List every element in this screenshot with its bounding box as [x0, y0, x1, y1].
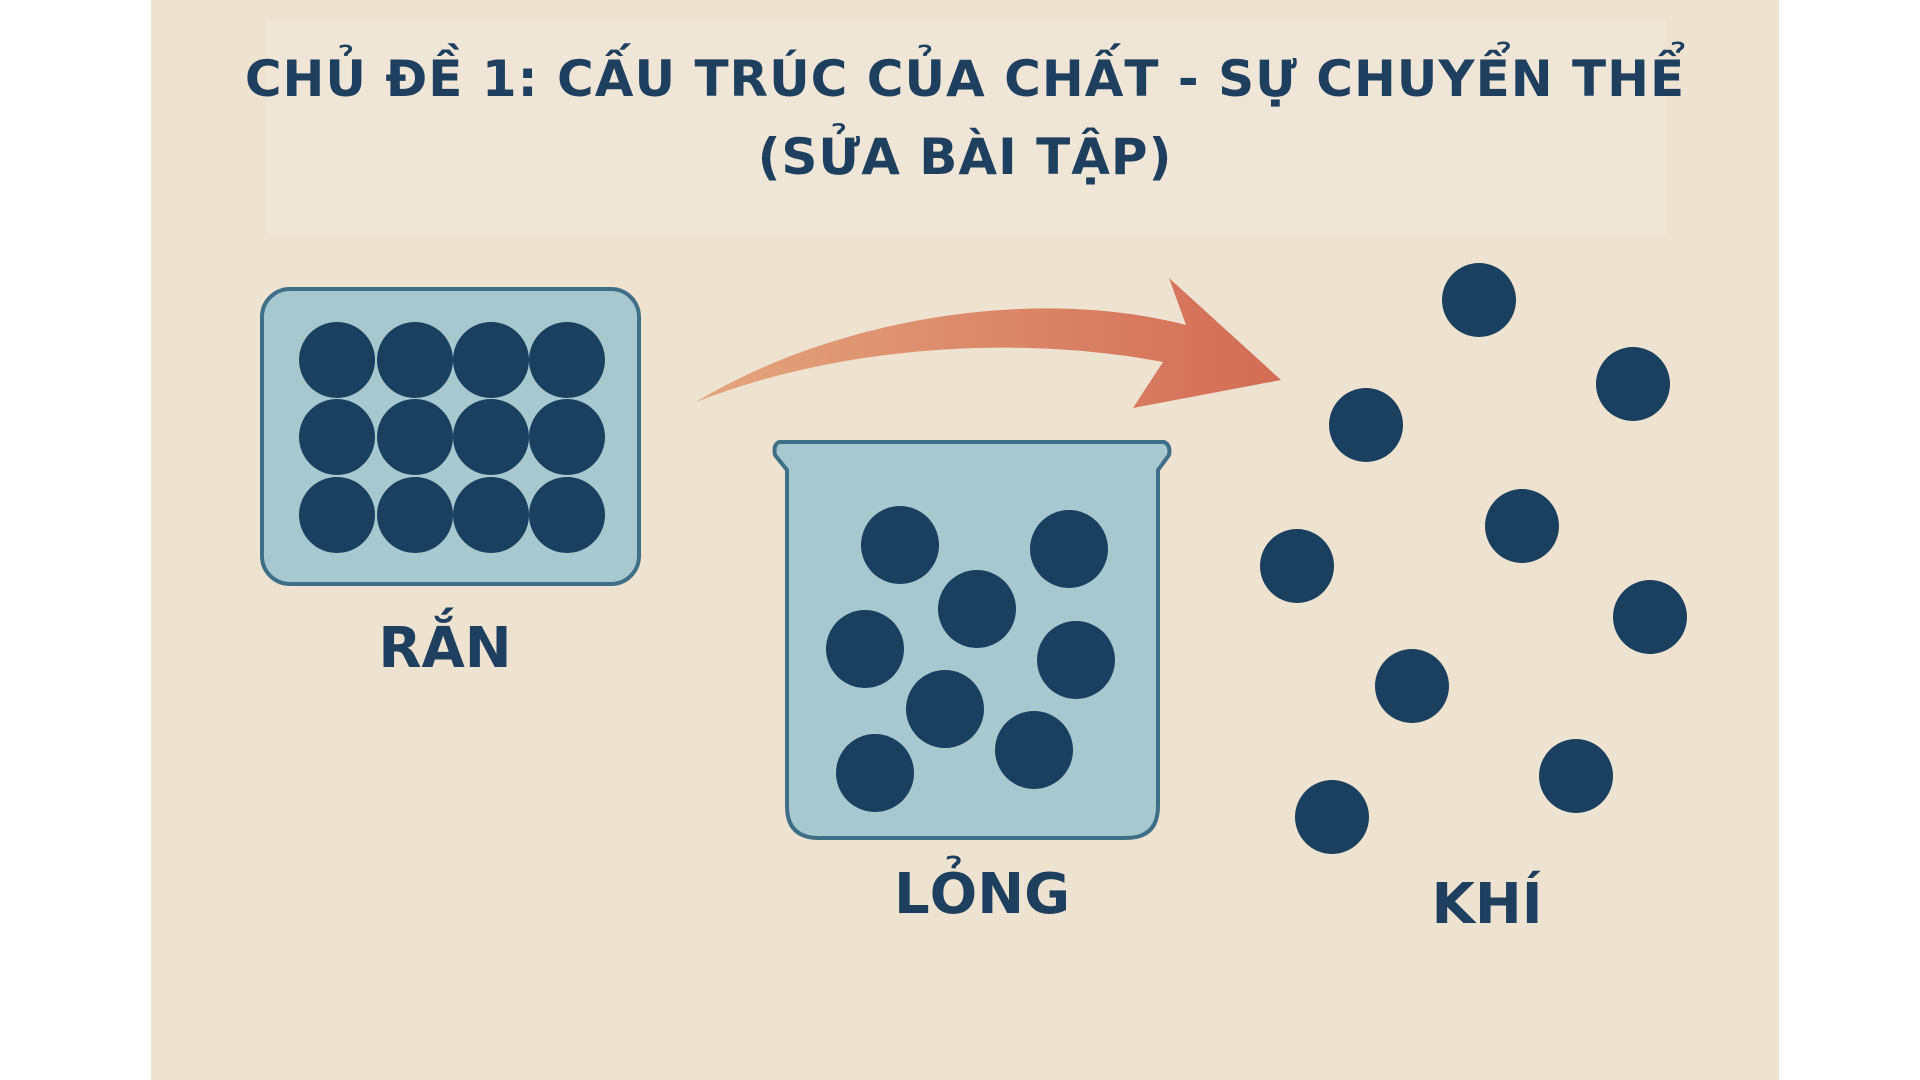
- solid-particle: [377, 322, 453, 398]
- liquid-particle: [906, 670, 984, 748]
- solid-particle: [529, 477, 605, 553]
- gas-particle: [1329, 388, 1403, 462]
- solid-particle: [299, 399, 375, 475]
- gas-particle: [1442, 263, 1516, 337]
- solid-label: RẮN: [378, 616, 512, 681]
- solid-particles: [299, 322, 605, 553]
- poster: CHỦ ĐỀ 1: CẤU TRÚC CỦA CHẤT - SỰ CHUYỂN …: [151, 0, 1779, 1080]
- solid-particle: [377, 477, 453, 553]
- title-band: [266, 20, 1666, 235]
- solid-particle: [453, 399, 529, 475]
- gas-particle: [1596, 347, 1670, 421]
- gas-particle: [1295, 780, 1369, 854]
- solid-particle: [529, 322, 605, 398]
- solid-particle: [299, 477, 375, 553]
- liquid-particle: [995, 711, 1073, 789]
- solid-particle: [529, 399, 605, 475]
- gas-particle: [1260, 529, 1334, 603]
- liquid-particles: [826, 506, 1115, 812]
- gas-label: KHÍ: [1431, 872, 1543, 937]
- liquid-particle: [938, 570, 1016, 648]
- gas-particle: [1375, 649, 1449, 723]
- liquid-particle: [836, 734, 914, 812]
- liquid-particle: [1037, 621, 1115, 699]
- solid-particle: [453, 322, 529, 398]
- page-title: CHỦ ĐỀ 1: CẤU TRÚC CỦA CHẤT - SỰ CHUYỂN …: [244, 50, 1686, 108]
- states-diagram: [260, 263, 1687, 854]
- liquid-particle: [861, 506, 939, 584]
- gas-particle: [1539, 739, 1613, 813]
- solid-particle: [453, 477, 529, 553]
- solid-particle: [377, 399, 453, 475]
- liquid-particle: [826, 610, 904, 688]
- solid-particle: [299, 322, 375, 398]
- gas-particle: [1485, 489, 1559, 563]
- liquid-particle: [1030, 510, 1108, 588]
- liquid-label: LỎNG: [893, 862, 1071, 927]
- page-subtitle: (SỬA BÀI TẬP): [757, 128, 1173, 186]
- gas-particle: [1613, 580, 1687, 654]
- transition-arrow: [696, 278, 1281, 408]
- gas-particles: [1260, 263, 1687, 854]
